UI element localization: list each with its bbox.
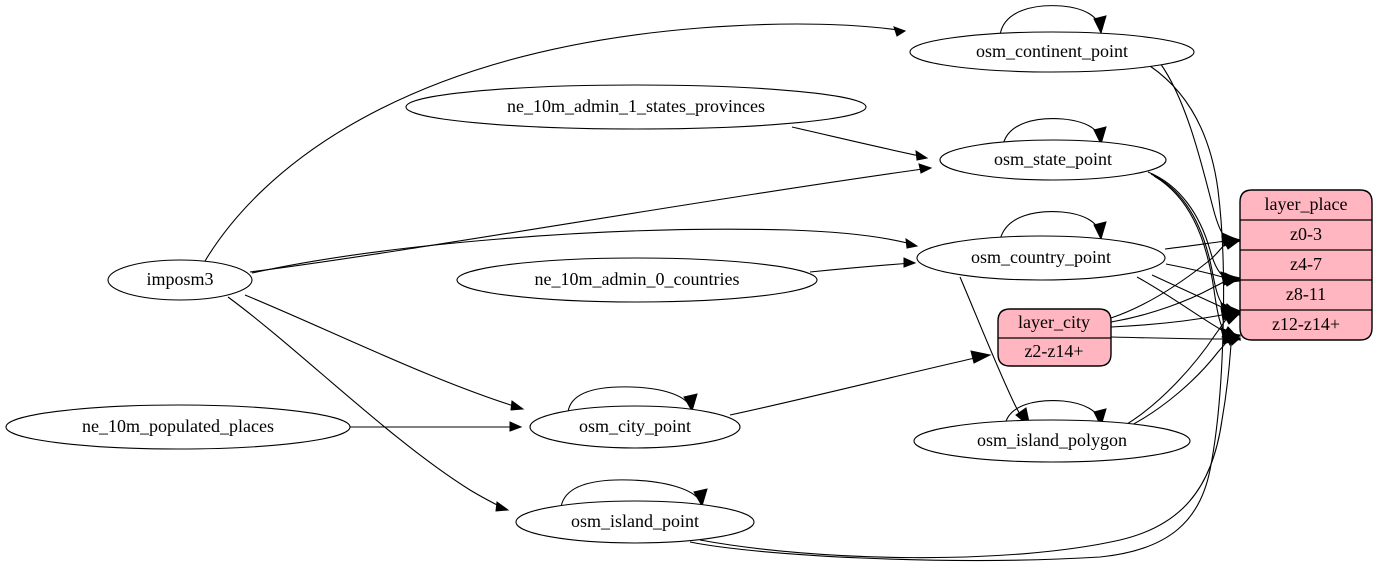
edge-osm_state_point-to-layer_place-z4-7 (1147, 171, 1242, 286)
edge-layer_city-to-layer_place-z4-7 (1110, 273, 1242, 323)
edge-osm_city_point-to-layer_city (729, 350, 992, 416)
layer_place-body (1239, 189, 1373, 341)
node-osm_continent_point[interactable]: osm_continent_point (909, 31, 1195, 73)
node-osm_island_point[interactable]: osm_island_point (515, 500, 755, 544)
node-ne_10m_populated_places[interactable]: ne_10m_populated_places (5, 404, 351, 450)
edge-layer_city-to-layer_place-z0-3 (1110, 236, 1242, 319)
node-osm_island_polygon[interactable]: osm_island_polygon (913, 419, 1191, 463)
edge-ne_10m_admin_0_countries-to-osm_country_point (809, 257, 917, 273)
self-loop-osm_continent_point (999, 5, 1107, 36)
edge-imposm3-to-osm_island_point (227, 296, 510, 512)
node-osm_city_point[interactable]: osm_city_point (529, 405, 741, 449)
edge-imposm3-to-osm_continent_point (204, 23, 907, 262)
node-imposm3[interactable]: imposm3 (107, 259, 253, 301)
self-loop-osm_island_point (560, 479, 708, 508)
edge-ne_10m_admin_1_states_provinces-to-osm_state_point (791, 126, 929, 161)
edge-osm_island_point-to-layer_place-z12-z14 (699, 332, 1241, 559)
edge-ne_10m_populated_places-to-osm_city_point (350, 421, 523, 432)
edge-osm_continent_point-to-layer_place (689, 65, 1225, 561)
self-loop-osm_country_point (999, 211, 1107, 241)
node-osm_state_point[interactable]: osm_state_point (939, 139, 1167, 181)
node-ne_10m_admin_0_countries[interactable]: ne_10m_admin_0_countries (456, 257, 818, 303)
self-loop-osm_city_point (567, 386, 698, 413)
node-ne_10m_admin_1_states_provinces[interactable]: ne_10m_admin_1_states_provinces (405, 84, 867, 130)
record-node-layer_place[interactable]: layer_place z0-3 z4-7 z8-11 z12-z14+ (1239, 189, 1373, 341)
edge-imposm3-to-osm_city_point (244, 294, 525, 411)
edge-imposm3-to-osm_country_point (251, 228, 919, 274)
edge-osm_island_polygon-to-layer_place-z8-11 (1121, 311, 1242, 428)
edge-imposm3-to-osm_state_point (249, 163, 933, 273)
self-loop-osm_island_polygon (1004, 400, 1107, 428)
record-node-layer_city[interactable]: layer_city z2-z14+ (997, 308, 1112, 367)
self-loop-osm_state_point (1002, 118, 1107, 146)
edge-osm_continent_point-to-layer_place-z0-3 (1159, 62, 1242, 247)
edge-layer_city-to-layer_place-z12-z14 (1110, 333, 1242, 345)
node-osm_country_point[interactable]: osm_country_point (916, 235, 1166, 281)
